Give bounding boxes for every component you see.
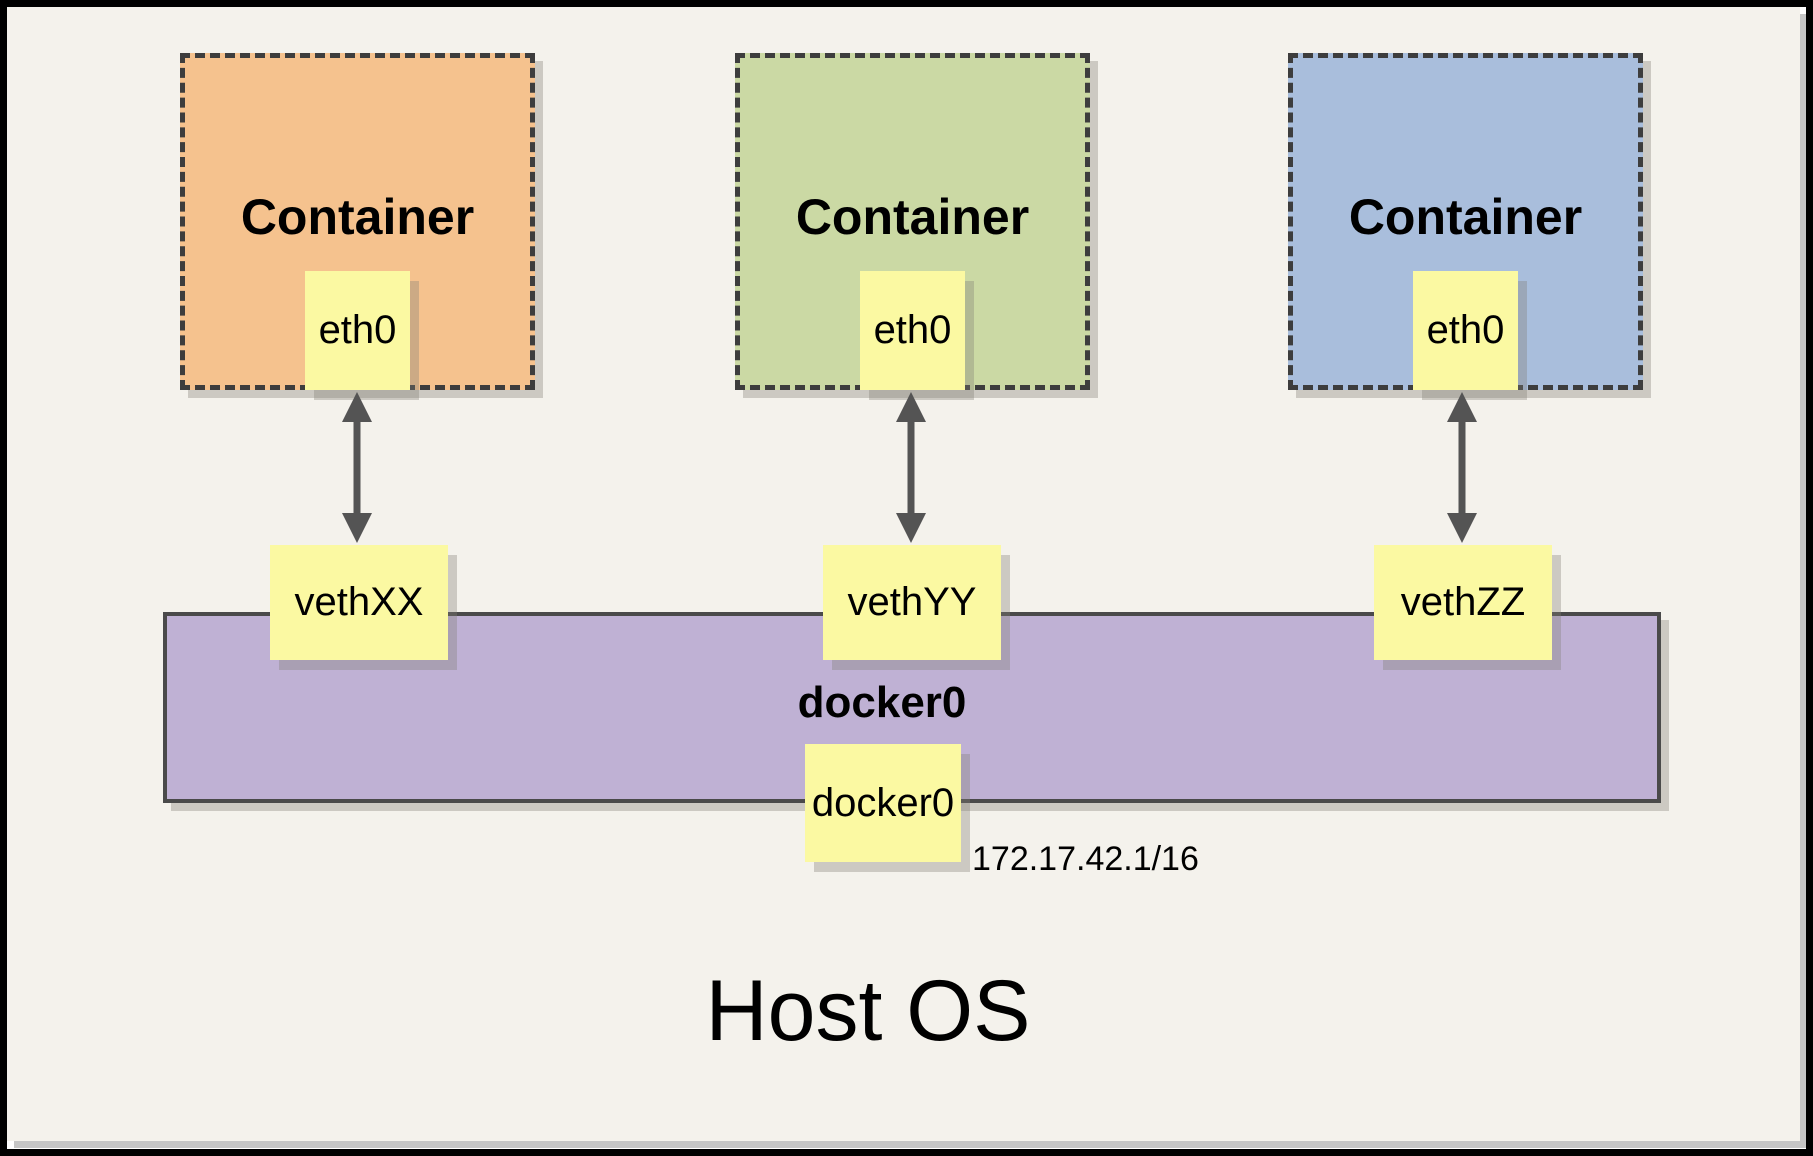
- container-3-title: Container: [1348, 189, 1583, 245]
- host-os-label: Host OS: [705, 963, 1031, 1059]
- vethXX-interface-box: vethXX: [270, 545, 448, 660]
- container-2-title: Container: [795, 189, 1030, 245]
- container-2-eth0-interface-box: eth0: [860, 271, 965, 390]
- container-1-box: Container eth0: [180, 53, 535, 390]
- bridge-ip-address: 172.17.42.1/16: [972, 840, 1199, 878]
- container-1-title: Container: [240, 189, 475, 245]
- bidirectional-arrow-icon-1: [342, 392, 372, 543]
- vethZZ-interface-box: vethZZ: [1374, 545, 1552, 660]
- container-3-box: Container eth0: [1288, 53, 1643, 390]
- container-2-box: Container eth0: [735, 53, 1090, 390]
- container-3-eth0-interface-box: eth0: [1413, 271, 1518, 390]
- bidirectional-arrow-icon-3: [1447, 392, 1477, 543]
- bidirectional-arrow-icon-2: [896, 392, 926, 543]
- container-1-eth0-interface-box: eth0: [305, 271, 410, 390]
- docker0-bridge-title: docker0: [797, 678, 967, 727]
- vethYY-interface-box: vethYY: [823, 545, 1001, 660]
- docker0-interface-box: docker0: [805, 744, 961, 862]
